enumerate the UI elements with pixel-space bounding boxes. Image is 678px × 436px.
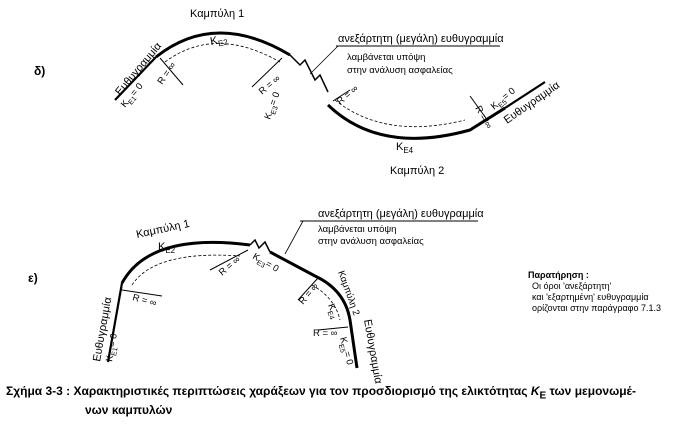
- ke4-label: KE4: [396, 141, 414, 155]
- indep-line-1: λαμβάνεται υπόψη: [318, 224, 396, 235]
- indep-line-2: στην ανάλυση ασφαλείας: [347, 65, 453, 76]
- panel-e: ε) Καμπύλη 1 KE2 Ευθυγραμμία KE1= 0 R = …: [28, 208, 484, 385]
- straight-left-line: [114, 56, 157, 101]
- radius-line: [209, 249, 249, 271]
- break-zigzag: [249, 238, 271, 253]
- panel-d: δ) Καμπύλη 1 KE2 Ευθυγραμμία KE1= 0 R = …: [34, 8, 563, 177]
- note-line-1: Οι όροι 'ανεξάρτητη': [532, 281, 612, 291]
- ke4-label: KE4: [323, 302, 340, 321]
- note-line-2: και 'εξαρτημένη' ευθυγραμμία: [532, 292, 649, 302]
- svg-text:KE5= 0: KE5= 0: [335, 336, 355, 367]
- svg-text:KE2: KE2: [209, 33, 229, 50]
- radius-line: [297, 277, 319, 301]
- caption-symbol-sub: E: [539, 390, 547, 402]
- curve-1-inner-arc: [131, 254, 241, 286]
- r-inf-label: R = ∞: [335, 83, 361, 107]
- ke2-label: KE2: [158, 241, 176, 255]
- curve-1-arc: [155, 31, 291, 59]
- svg-text:KE4: KE4: [323, 302, 340, 321]
- svg-text:KE1= 0: KE1= 0: [119, 81, 147, 111]
- callout-leader: [309, 45, 339, 75]
- ke1-label: KE1= 0: [119, 81, 147, 111]
- curve-2-arc: [326, 103, 506, 140]
- panel-d-marker: δ): [34, 64, 45, 78]
- note-line-3: ορίζονται στην παράγραφο 7.1.3: [532, 303, 662, 313]
- indep-title: ανεξάρτητη (μεγάλη) ευθυγραμμία: [318, 208, 484, 220]
- curve-1-label: Καμπύλη 1: [190, 8, 244, 20]
- svg-text:R = ∞: R = ∞: [335, 83, 361, 107]
- curve-2-arc: [269, 250, 359, 369]
- svg-text:Ευθυγραμμία: Ευθυγραμμία: [361, 318, 384, 385]
- ke3-label: KE3= 0: [262, 91, 284, 122]
- radius-line: [121, 289, 163, 297]
- ke1-label: KE1= 0: [104, 333, 122, 363]
- caption-line-2: νων καμπυλών: [85, 403, 173, 418]
- svg-text:KE1= 0: KE1= 0: [104, 333, 122, 363]
- callout-leader: [284, 220, 304, 255]
- indep-title: ανεξάρτητη (μεγάλη) ευθυγραμμία: [338, 33, 504, 45]
- panel-e-marker: ε): [28, 271, 38, 285]
- curve-2-inner-arc: [311, 284, 341, 321]
- svg-text:KE3= 0: KE3= 0: [262, 91, 284, 122]
- ke5-label: KE5= 0: [489, 86, 519, 114]
- straight-right-line: [504, 81, 546, 109]
- radius-line: [159, 57, 184, 86]
- r-inf-label: R = ∞: [155, 60, 178, 87]
- svg-text:R = ∞: R = ∞: [297, 281, 321, 307]
- radius-line: [469, 95, 489, 122]
- curve-1-label: Καμπύλη 1: [135, 218, 191, 241]
- r-inf-label: R = ∞: [217, 254, 243, 278]
- caption-prefix: Σχήμα 3-3 : Χαρακτηριστικές περιπτώσεις …: [6, 384, 531, 398]
- note-box: Παρατήρηση : Οι όροι 'ανεξάρτητη' και 'ε…: [528, 270, 678, 314]
- ke2-label: KE2: [209, 33, 229, 50]
- svg-text:R = ∞: R = ∞: [155, 60, 178, 87]
- caption-symbol: K: [530, 384, 540, 398]
- caption-suffix: των μεμονωμέ-: [546, 384, 636, 398]
- straight-right-label: Ευθυγραμμία: [361, 318, 384, 385]
- indep-line-1: λαμβάνεται υπόψη: [347, 52, 425, 63]
- curve-1-inner-arc: [164, 43, 281, 63]
- svg-text:R = ∞: R = ∞: [217, 254, 243, 278]
- indep-line-2: στην ανάλυση ασφαλείας: [318, 236, 424, 247]
- ke5-label: KE5= 0: [335, 336, 355, 367]
- radius-line: [332, 89, 351, 102]
- figure-caption: Σχήμα 3-3 : Χαρακτηριστικές περιπτώσεις …: [6, 384, 674, 418]
- break-zigzag: [289, 54, 329, 93]
- note-title: Παρατήρηση :: [528, 270, 589, 280]
- r-inf-label: R = ∞: [297, 281, 321, 307]
- svg-text:KE5= 0: KE5= 0: [489, 86, 519, 114]
- curve-1-arc: [120, 240, 251, 284]
- r-inf-label: R = ∞: [313, 328, 338, 339]
- straight-left-line: [106, 282, 124, 363]
- radius-line: [251, 57, 283, 88]
- curve-2-label: Καμπύλη 2: [390, 165, 444, 177]
- radius-line: [317, 326, 349, 331]
